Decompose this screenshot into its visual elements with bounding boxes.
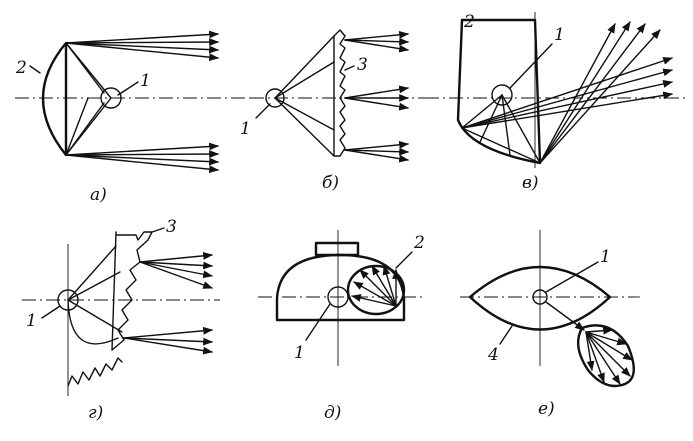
label-lamp-a: 1 (140, 71, 151, 91)
lamp-cap-e (314, 241, 360, 257)
fresnel-lens-b (333, 29, 346, 157)
label-fresnel-b: 3 (357, 55, 368, 75)
sawtooth-d (67, 357, 123, 387)
rays-d (123, 251, 213, 355)
dome-housing-e (275, 253, 406, 322)
caption-e: д) (324, 403, 341, 423)
lamp-f (532, 289, 548, 305)
label-reflector-c: 2 (463, 12, 475, 32)
lamp-a (100, 87, 122, 109)
caption-a: а) (90, 185, 107, 205)
fresnel-element-d (111, 231, 153, 351)
caption-f: е) (538, 399, 555, 419)
label-fresnel-d: 3 (166, 217, 177, 237)
label-lamp-d: 1 (26, 311, 37, 331)
panel-b-fresnel: 3 1 б) (240, 29, 425, 193)
rays-f (585, 326, 633, 385)
panel-d-combined: 3 1 г) (22, 217, 220, 423)
label-reflector-a: 2 (15, 58, 27, 78)
lamp-c (491, 84, 513, 106)
panel-a-reflector: 2 1 а) (15, 30, 250, 205)
label-reflector-e: 2 (413, 233, 425, 253)
label-lamp-b: 1 (240, 119, 251, 139)
rays-a-bottom (65, 142, 219, 174)
label-lamp-e: 1 (294, 343, 305, 363)
emission-lobe-f (576, 324, 635, 388)
rays-e (351, 265, 400, 307)
label-lens-f: 4 (487, 345, 499, 365)
panel-e-dome: 2 1 д) (258, 230, 426, 423)
label-lamp-f: 1 (600, 247, 611, 267)
lens-body-f (468, 265, 612, 331)
reflector-arc-d (67, 299, 119, 345)
caption-d: г) (88, 403, 103, 423)
caption-b: б) (322, 173, 339, 193)
rays-c (461, 21, 673, 164)
lamp-b (265, 88, 285, 108)
panel-f-lens: 1 4 е) (460, 230, 640, 419)
reflector-a (41, 41, 68, 157)
rays-a-top (65, 30, 219, 62)
rays-b (344, 30, 409, 163)
caption-c: в) (522, 173, 539, 193)
label-lamp-c: 1 (554, 25, 565, 45)
panel-c-reflector: 2 1 в) (425, 12, 685, 193)
lamp-d (57, 289, 79, 311)
